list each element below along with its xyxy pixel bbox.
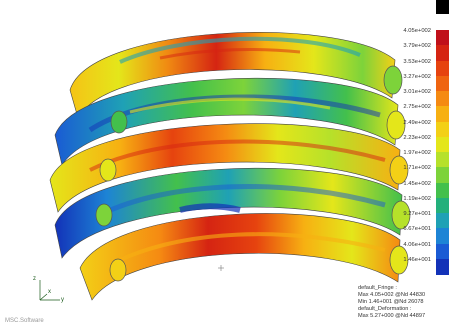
legend-swatch — [436, 228, 449, 244]
info-fringe-title: default_Fringe : — [358, 285, 397, 291]
legend-label: 3.53e+002 — [403, 58, 431, 65]
legend-label: 3.27e+002 — [403, 73, 431, 80]
legend-swatch — [436, 106, 449, 122]
legend-label: 1.71e+002 — [403, 165, 431, 172]
legend-label: 2.49e+002 — [403, 119, 431, 126]
legend-label: 3.01e+002 — [403, 89, 431, 95]
coil-band-1 — [69, 32, 396, 119]
info-deformation-title: default_Deformation : — [358, 306, 412, 312]
legend-swatch — [436, 182, 449, 199]
legend-swatch — [436, 136, 449, 153]
legend-swatch — [436, 197, 449, 214]
legend-label: 1.19e+002 — [403, 195, 431, 202]
legend-label: 6.67e+001 — [403, 226, 431, 233]
legend-swatch — [436, 75, 449, 92]
legend-label: 4.06e+001 — [403, 241, 431, 248]
legend-swatch — [436, 91, 449, 107]
legend-swatch — [436, 167, 449, 183]
legend-label: 1.45e+002 — [403, 180, 431, 187]
axis-x-label: x — [48, 289, 51, 295]
color-legend-bar — [436, 30, 449, 275]
legend-label: 1.46e+001 — [403, 256, 431, 263]
origin-marker — [218, 265, 224, 271]
axis-z-label: z — [33, 276, 36, 282]
watermark-logo: MSC.Software — [5, 318, 44, 324]
legend-swatch — [436, 258, 449, 275]
legend-label: 2.23e+002 — [403, 134, 431, 141]
axis-y-label: y — [61, 297, 64, 303]
legend-label: 4.05e+002 — [403, 28, 431, 34]
legend-swatch — [436, 30, 449, 46]
legend-swatch — [436, 243, 449, 260]
legend-top-marker — [436, 0, 449, 14]
coil-cross-sections — [95, 65, 411, 282]
legend-swatch — [436, 60, 449, 77]
info-fringe-max: Max 4.05+002 @Nd 44830 — [358, 292, 426, 298]
legend-swatch — [436, 213, 449, 229]
legend-label: 3.79e+002 — [403, 43, 431, 50]
legend-label: 2.75e+002 — [403, 104, 431, 111]
info-deformation-max: Max 5.27+000 @Nd 44897 — [358, 313, 426, 319]
legend-swatch — [436, 121, 449, 138]
legend-swatch — [436, 152, 449, 168]
legend-swatch — [436, 45, 449, 61]
info-fringe-min: Min 1.46+001 @Nd 26078 — [358, 299, 424, 305]
axis-triad-icon — [39, 280, 60, 301]
legend-label: 1.97e+002 — [403, 150, 431, 156]
legend-label: 9.27e+001 — [403, 211, 431, 217]
